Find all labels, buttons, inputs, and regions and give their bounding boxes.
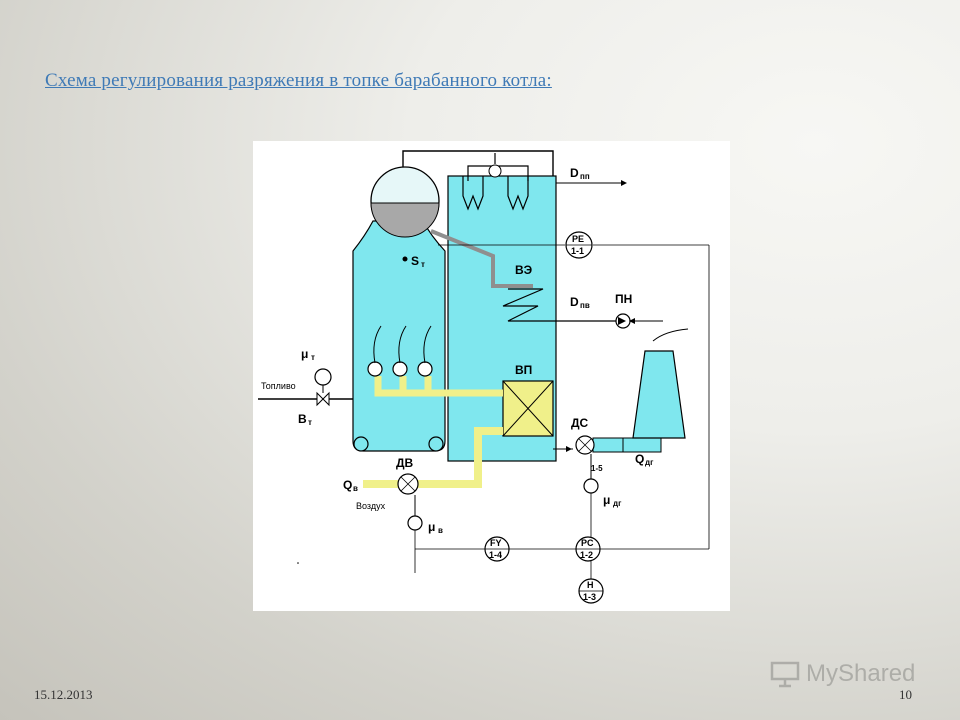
ve-label: ВЭ — [515, 263, 533, 277]
superheater-coil-left — [462, 176, 484, 211]
fuel-valve — [316, 391, 330, 407]
d-pp-sub: пп — [580, 172, 590, 181]
furnace — [352, 220, 446, 452]
feed-water-arrow — [629, 318, 635, 324]
h-tag: H — [587, 580, 594, 590]
air-heater-cross-b — [502, 380, 554, 437]
stray-dot — [297, 562, 299, 564]
fy-tag: FY — [490, 538, 502, 548]
mu-v-label: μ — [428, 520, 435, 534]
pe-loop: 1-1 — [571, 246, 584, 256]
chimney-stack — [632, 350, 686, 439]
fy-loop: 1-4 — [489, 550, 502, 560]
fuel-actuator — [314, 368, 332, 386]
h-loop: 1-3 — [583, 592, 596, 602]
pn-label: ПН — [615, 292, 632, 306]
d-pp-label: D — [570, 166, 579, 180]
d-pv-label: D — [570, 295, 579, 309]
flame-2 — [398, 325, 407, 364]
d-pv-sub: пв — [580, 301, 590, 310]
mu-dg-sub: дг — [613, 499, 622, 508]
mu-t-label: μ — [301, 347, 308, 361]
steam-outlet-arrow — [621, 180, 627, 186]
flame-3 — [423, 325, 432, 364]
economizer-coil — [502, 288, 623, 322]
burner-2 — [392, 361, 408, 377]
s-t-label: S — [411, 254, 419, 268]
flue-duct — [592, 437, 662, 453]
air-label: Воздух — [356, 501, 386, 511]
s-t-sub: т — [421, 260, 425, 269]
feed-pump-triangle — [618, 317, 626, 325]
slide-date: 15.12.2013 — [34, 687, 93, 702]
bottom-header-left — [353, 436, 369, 452]
vp-label: ВП — [515, 363, 532, 377]
burner-air-manifold — [374, 376, 445, 397]
fuel-label: Топливо — [261, 381, 296, 391]
q-dg-sub: дг — [645, 458, 654, 467]
q-v-sub: в — [353, 484, 358, 493]
id-fan-blade-b — [578, 438, 592, 452]
watermark-logo: MyShared — [770, 656, 930, 692]
fd-fan-blade-b — [400, 476, 416, 492]
b-t-label: В — [298, 412, 307, 426]
chimney-smoke — [652, 328, 689, 342]
b-t-sub: т — [308, 418, 312, 427]
air-damper-actuator — [407, 515, 423, 531]
presentation-board-icon — [770, 661, 800, 688]
ds-label: ДС — [571, 416, 589, 430]
watermark-text: MyShared — [806, 660, 916, 687]
bottom-header-right — [428, 436, 444, 452]
dv-label: ДВ — [396, 456, 414, 470]
drum-water-level — [370, 202, 440, 238]
pe-tag: PE — [572, 234, 584, 244]
flue-gas-arrow — [566, 446, 572, 452]
burner-1 — [367, 361, 383, 377]
burner-3 — [417, 361, 433, 377]
steam-loop-pipe — [402, 150, 554, 181]
pc-loop: 1-2 — [580, 550, 593, 560]
vacuum-tap — [402, 256, 408, 262]
superheater-coil-right — [507, 176, 529, 211]
attemperator-valve — [488, 164, 502, 178]
boiler-control-diagram: D пп ВЭ D пв ПН ВП Топливо В т μ т S т Д… — [253, 141, 730, 611]
q-dg-label: Q — [635, 452, 644, 466]
id-damper-actuator — [583, 478, 599, 494]
mu-dg-label: μ — [603, 493, 610, 507]
mu-t-sub: т — [311, 353, 315, 362]
flame-1 — [373, 325, 382, 364]
slide-page-number: 10 — [899, 687, 912, 702]
loop-15-label: 1-5 — [591, 464, 603, 473]
q-v-label: Q — [343, 478, 352, 492]
diagram-svg: D пп ВЭ D пв ПН ВП Топливо В т μ т S т Д… — [258, 150, 710, 604]
cold-air-duct — [418, 427, 503, 488]
drum-downcomer-line — [430, 229, 533, 288]
pc-tag: PC — [581, 538, 594, 548]
mu-v-sub: в — [438, 526, 443, 535]
slide-title: Схема регулирования разряжения в топке б… — [45, 70, 552, 91]
